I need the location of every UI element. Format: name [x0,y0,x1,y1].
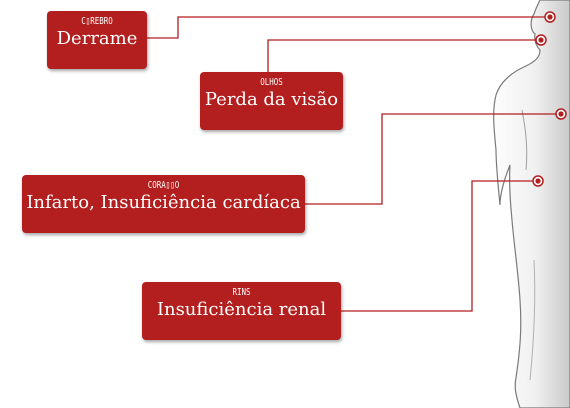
dot-olhos [535,34,547,46]
organ-description: Derrame [56,28,138,49]
label-coracao: CORA▯▯O Infarto, Insuficiência cardíaca [22,175,305,233]
dot-cerebro [544,11,556,23]
label-cerebro: C▯REBRO Derrame [47,11,147,69]
label-olhos: OLHOS Perda da visão [200,72,343,130]
connector-cerebro [147,16,550,39]
dot-coracao [555,108,567,120]
organ-description: Perda da visão [204,89,339,110]
organ-title: CORA▯▯O [147,180,180,191]
dot-rins [532,175,544,187]
label-rins: RINS Insuficiência renal [142,282,341,340]
body-contour-line [521,109,528,171]
connector-coracao [304,113,560,205]
organ-title: C▯REBRO [81,16,113,27]
organ-title: RINS [232,287,251,298]
organ-description: Insuficiência renal [156,299,327,320]
leg-contour-line [529,259,536,381]
body-silhouette [493,0,570,408]
organ-description: Infarto, Insuficiência cardíaca [26,192,301,213]
organ-title: OLHOS [260,77,283,88]
connector-rins [341,180,538,312]
connector-olhos [267,39,541,72]
